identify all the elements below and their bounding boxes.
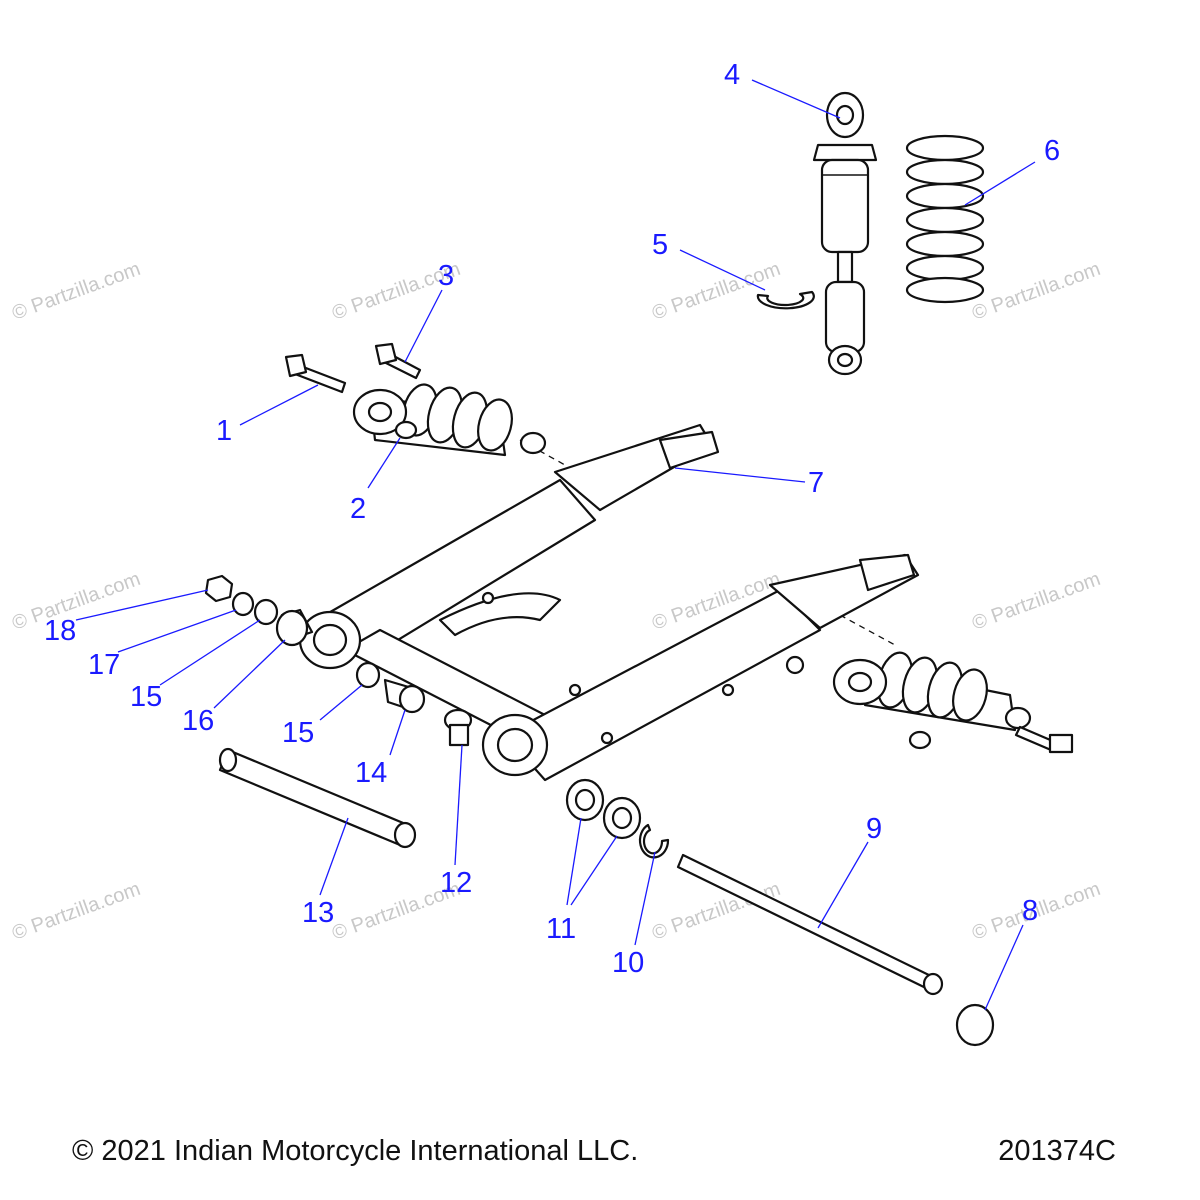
watermark: © Partzilla.com <box>9 878 143 945</box>
watermark: © Partzilla.com <box>9 258 143 325</box>
callout-12: 12 <box>440 867 472 899</box>
leader-lines <box>75 79 1036 1011</box>
circlip <box>638 823 670 859</box>
watermark: © Partzilla.com <box>649 878 783 945</box>
swingarm <box>298 423 920 782</box>
retaining-ring <box>355 661 381 689</box>
callout-18: 18 <box>44 615 76 647</box>
copyright-notice: © 2021 Indian Motorcycle International L… <box>72 1135 639 1167</box>
bolt <box>284 353 347 394</box>
callout-14: 14 <box>355 757 387 789</box>
coil-spring <box>905 134 985 304</box>
callout-4: 4 <box>724 59 740 91</box>
bearings <box>565 778 642 840</box>
left-shock-absorber <box>352 383 547 457</box>
callout-labels: 4 6 5 3 1 2 7 18 17 15 16 15 14 12 13 11… <box>44 59 1060 979</box>
callout-17: 17 <box>88 649 120 681</box>
axle-cap <box>955 1003 995 1047</box>
nut <box>204 574 234 603</box>
callout-15: 15 <box>282 717 314 749</box>
bolt <box>374 342 422 380</box>
callout-8: 8 <box>1022 895 1038 927</box>
watermark: © Partzilla.com <box>969 568 1103 635</box>
watermark: © Partzilla.com <box>649 258 783 325</box>
callout-15: 15 <box>130 681 162 713</box>
washer <box>231 591 255 617</box>
callout-7: 7 <box>808 467 824 499</box>
spring-clip <box>756 290 815 310</box>
callout-3: 3 <box>438 260 454 292</box>
watermark: © Partzilla.com <box>969 258 1103 325</box>
callout-13: 13 <box>302 897 334 929</box>
callout-1: 1 <box>216 415 232 447</box>
watermark: © Partzilla.com <box>9 568 143 635</box>
bushing <box>275 608 314 647</box>
washer <box>394 420 418 440</box>
callout-11: 11 <box>546 913 576 945</box>
callout-10: 10 <box>612 947 644 979</box>
callout-16: 16 <box>182 705 214 737</box>
pivot-shaft <box>218 747 417 849</box>
figure-id: 201374C <box>998 1135 1116 1167</box>
right-shock-absorber <box>785 651 1074 754</box>
bushing <box>383 678 426 714</box>
callout-5: 5 <box>652 229 668 261</box>
callout-9: 9 <box>866 813 882 845</box>
flanged-bushing <box>443 708 473 747</box>
callout-6: 6 <box>1044 135 1060 167</box>
retaining-ring <box>253 598 279 626</box>
callout-2: 2 <box>350 493 366 525</box>
axle <box>676 853 944 996</box>
shock-absorber <box>812 91 878 376</box>
